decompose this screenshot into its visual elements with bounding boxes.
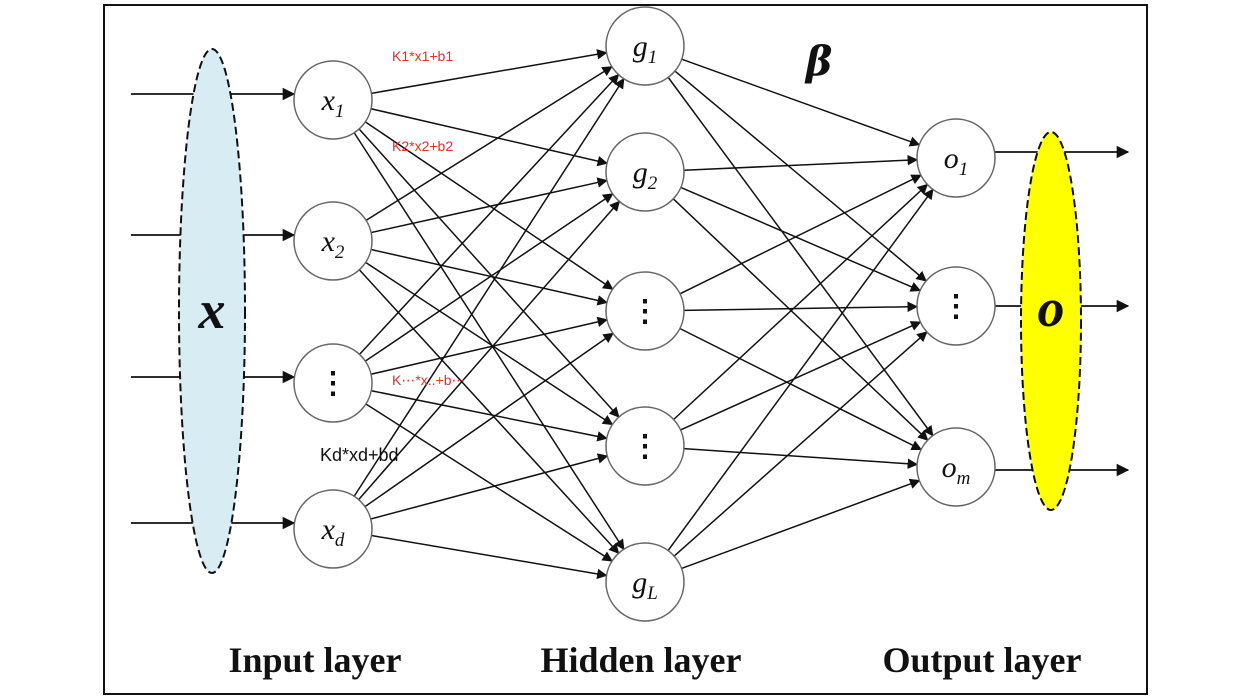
hidden-node-label: ⋮ [630,294,660,329]
hidden-output-connection [683,447,919,469]
input-node-label: ⋮ [318,366,348,401]
hidden-node-circle [605,6,685,86]
input-node-circle [293,489,373,569]
input-hidden-connection [365,261,614,426]
hidden-output-connection [673,331,928,557]
input-hidden-connection [365,403,614,562]
network-nodes: x1 x2 ⋮ xd g1 g2 ⋮ ⋮ gL o1 ⋮ om [293,6,996,622]
input-ellipse-label: x [198,280,226,340]
equation-3: K⋯*x..+b⋯ [392,372,466,388]
input-node: ⋮ [293,343,373,423]
hidden-output-connection [680,321,922,431]
hidden-node-circle [605,406,685,486]
hidden-node-circle [605,132,685,212]
hidden-node: g2 [605,132,685,212]
input-node-label: x1 [321,84,345,122]
hidden-node: gL [605,542,685,622]
hidden-output-connection [681,478,921,570]
input-hidden-connection [371,534,608,580]
hidden-output-connection [672,198,929,441]
input-hidden-connection [358,128,620,418]
hidden-node-label: g1 [633,30,658,68]
input-hidden-connection [353,132,625,551]
output-node-circle [916,427,996,507]
input-node: x2 [293,201,373,281]
input-node: x1 [293,60,373,140]
hidden-node-label: ⋮ [630,429,660,464]
input-hidden-connection [370,248,608,306]
input-layer-label: Input layer [228,640,401,680]
output-node-label: om [942,451,971,489]
input-hidden-connection [370,108,609,167]
input-hidden-connection [371,389,608,442]
hidden-node: ⋮ [605,406,685,486]
hidden-output-connection [683,154,919,171]
diagram-frame [103,4,1148,695]
output-node: om [916,427,996,507]
input-hidden-connection [358,73,620,355]
hidden-node: g1 [605,6,685,86]
hidden-output-connection [680,186,922,292]
output-node: ⋮ [916,266,996,346]
hidden-layer-label: Hidden layer [540,640,741,680]
input-node-circle [293,343,373,423]
input-hidden-connection [353,77,625,497]
input-hidden-connection [365,66,613,221]
hidden-output-connection [667,76,934,437]
input-node-circle [293,60,373,140]
hidden-output-connection [679,327,923,451]
input-hidden-connection [364,332,614,508]
input-hidden-connection [371,49,608,95]
hidden-output-connection [667,188,934,551]
equation-1: K1*x1+b1 [392,48,453,64]
hidden-output-connection [681,58,921,147]
hidden-node-label: g2 [633,156,658,194]
output-layer-label: Output layer [882,640,1081,680]
output-node: o1 [916,118,996,198]
hidden-node: ⋮ [605,271,685,351]
input-hidden-connection [358,269,620,555]
input-hidden-connection [370,316,609,375]
input-hidden-connection [370,177,608,234]
hidden-node-circle [605,271,685,351]
output-ellipse-label: o [1038,278,1065,338]
hidden-node-label: gL [632,566,658,604]
input-node-label: x2 [321,225,345,263]
hidden-output-connection [683,301,919,313]
connections [353,49,934,580]
output-node-circle [916,266,996,346]
input-hidden-connection [358,200,621,501]
input-ellipse [178,48,246,574]
equation-4: Kd*xd+bd [320,445,399,465]
hidden-output-connection [674,70,927,282]
output-node-circle [916,118,996,198]
input-node: xd [293,489,373,569]
weights-beta-label: β [804,38,833,85]
input-hidden-connection [370,453,609,520]
hidden-node-circle [605,542,685,622]
input-node-circle [293,201,373,281]
input-node-label: xd [321,513,345,551]
input-hidden-connection [364,121,614,290]
output-node-label: o1 [944,142,969,180]
hidden-output-connection [679,174,922,295]
output-node-label: ⋮ [941,289,971,324]
equation-2: K2*x2+b2 [392,138,453,154]
output-ellipse [1020,131,1082,511]
hidden-output-connection [673,183,929,421]
input-hidden-connection [364,193,614,362]
